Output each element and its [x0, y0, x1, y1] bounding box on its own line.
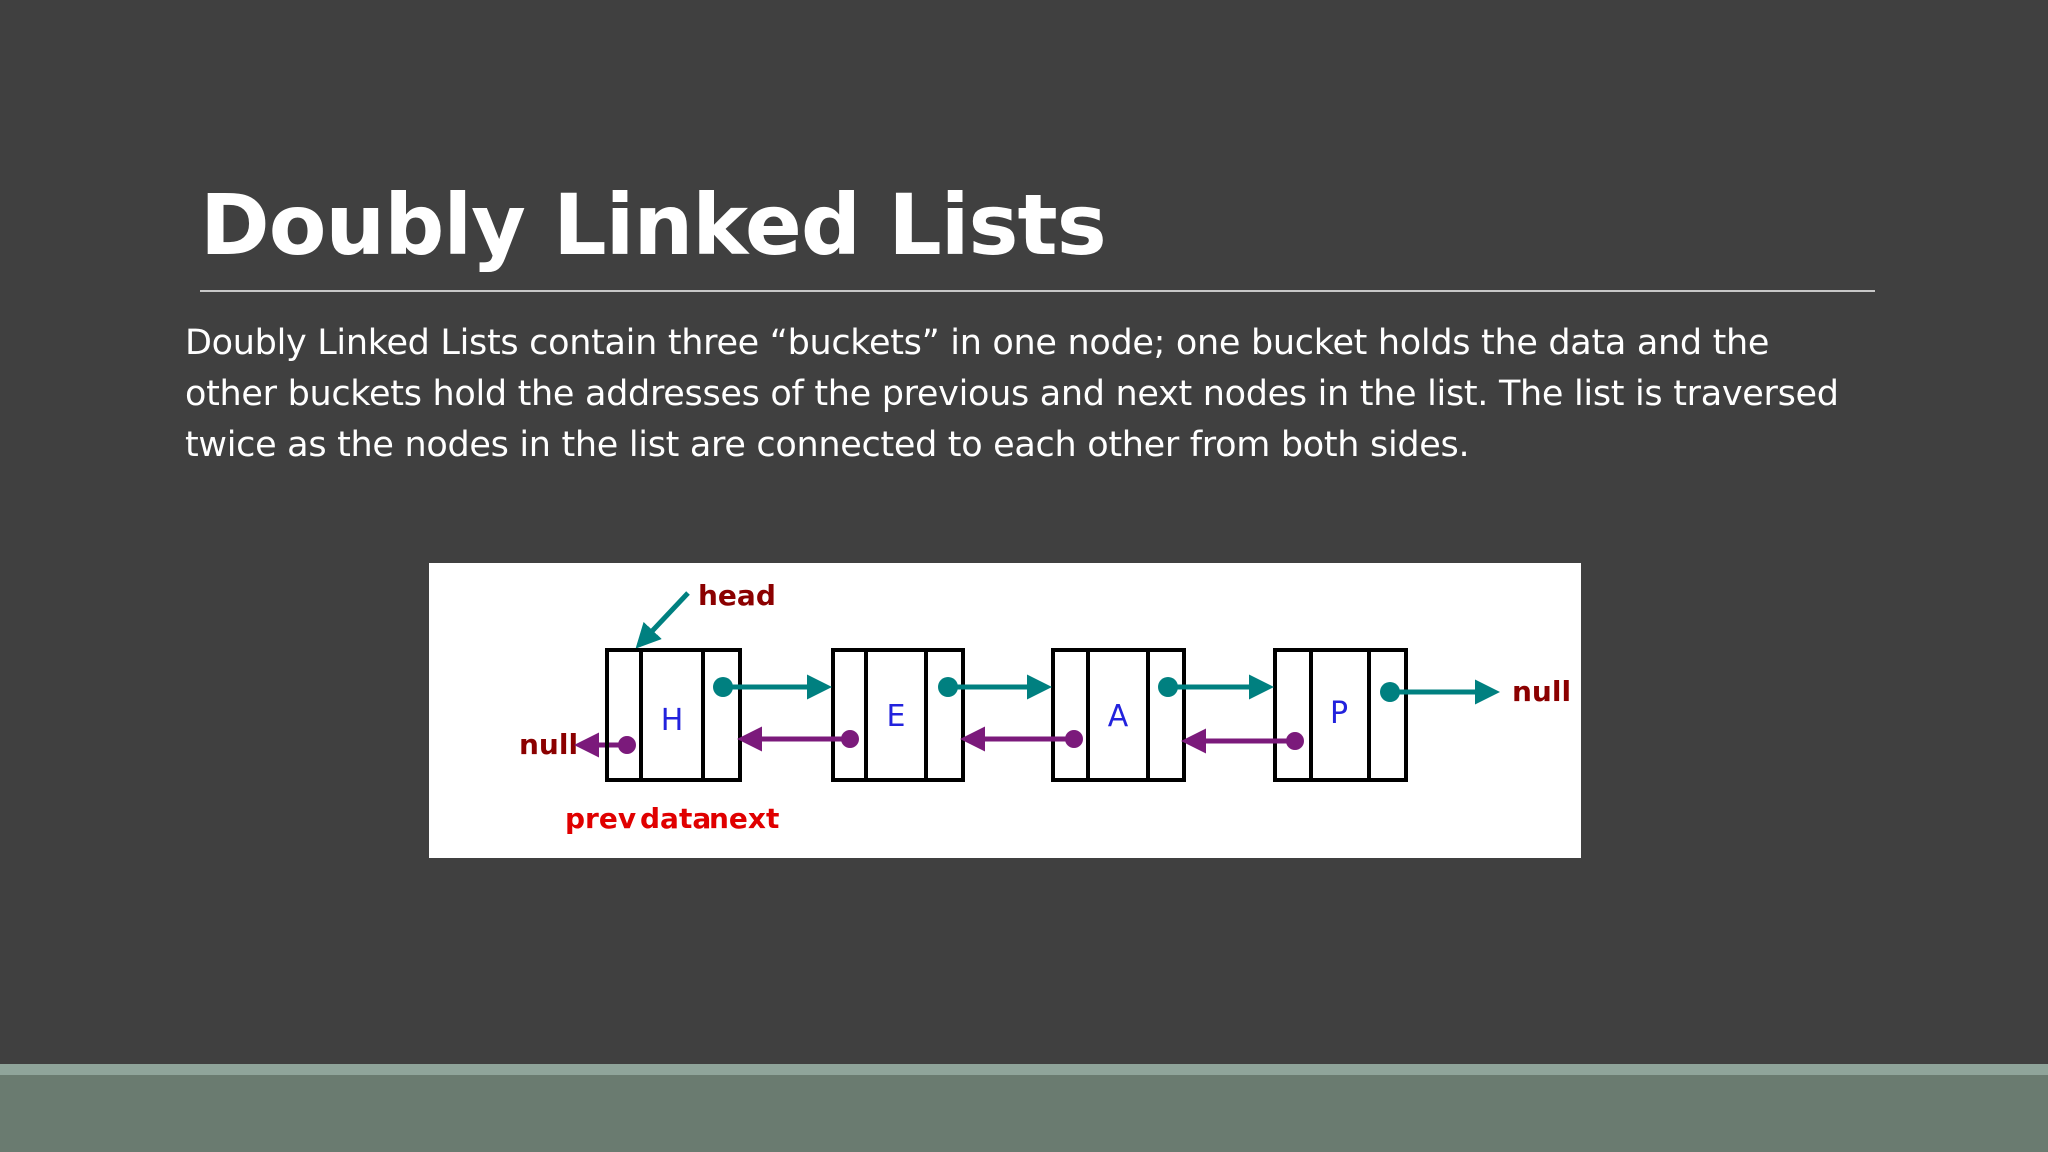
right-null-label: null [1512, 675, 1571, 708]
node-data-h: H [661, 703, 684, 738]
body-line-3: twice as the nodes in the list are conne… [185, 425, 1470, 465]
prev-pointers [737, 726, 1304, 754]
node-data-e: E [887, 699, 906, 734]
field-labels: prev data next [565, 802, 779, 835]
footer-accent-stripe [0, 1064, 2048, 1075]
data-field-label: data [640, 802, 711, 835]
diagram-canvas: head null H E [519, 579, 1571, 835]
node-p: P [1273, 648, 1408, 782]
slide-title: Doubly Linked Lists [200, 176, 1107, 274]
node-h: H [605, 648, 742, 782]
head-pointer: head [635, 579, 776, 649]
node-data-a: A [1108, 699, 1129, 734]
left-null-label: null [519, 728, 578, 761]
next-pointers [713, 674, 1500, 705]
footer-band [0, 1075, 2048, 1152]
head-label: head [698, 579, 776, 612]
node-a: A [1051, 648, 1186, 782]
slide-body-text: Doubly Linked Lists contain three “bucke… [185, 318, 1885, 471]
title-divider [200, 290, 1875, 292]
prev-field-label: prev [565, 802, 636, 835]
node-data-p: P [1330, 696, 1348, 731]
node-e: E [831, 648, 965, 782]
linked-list-diagram: head null H E [429, 563, 1581, 858]
body-line-2: other buckets hold the addresses of the … [185, 374, 1839, 414]
next-field-label: next [709, 802, 779, 835]
body-line-1: Doubly Linked Lists contain three “bucke… [185, 323, 1770, 363]
left-null-pointer: null [519, 728, 636, 761]
